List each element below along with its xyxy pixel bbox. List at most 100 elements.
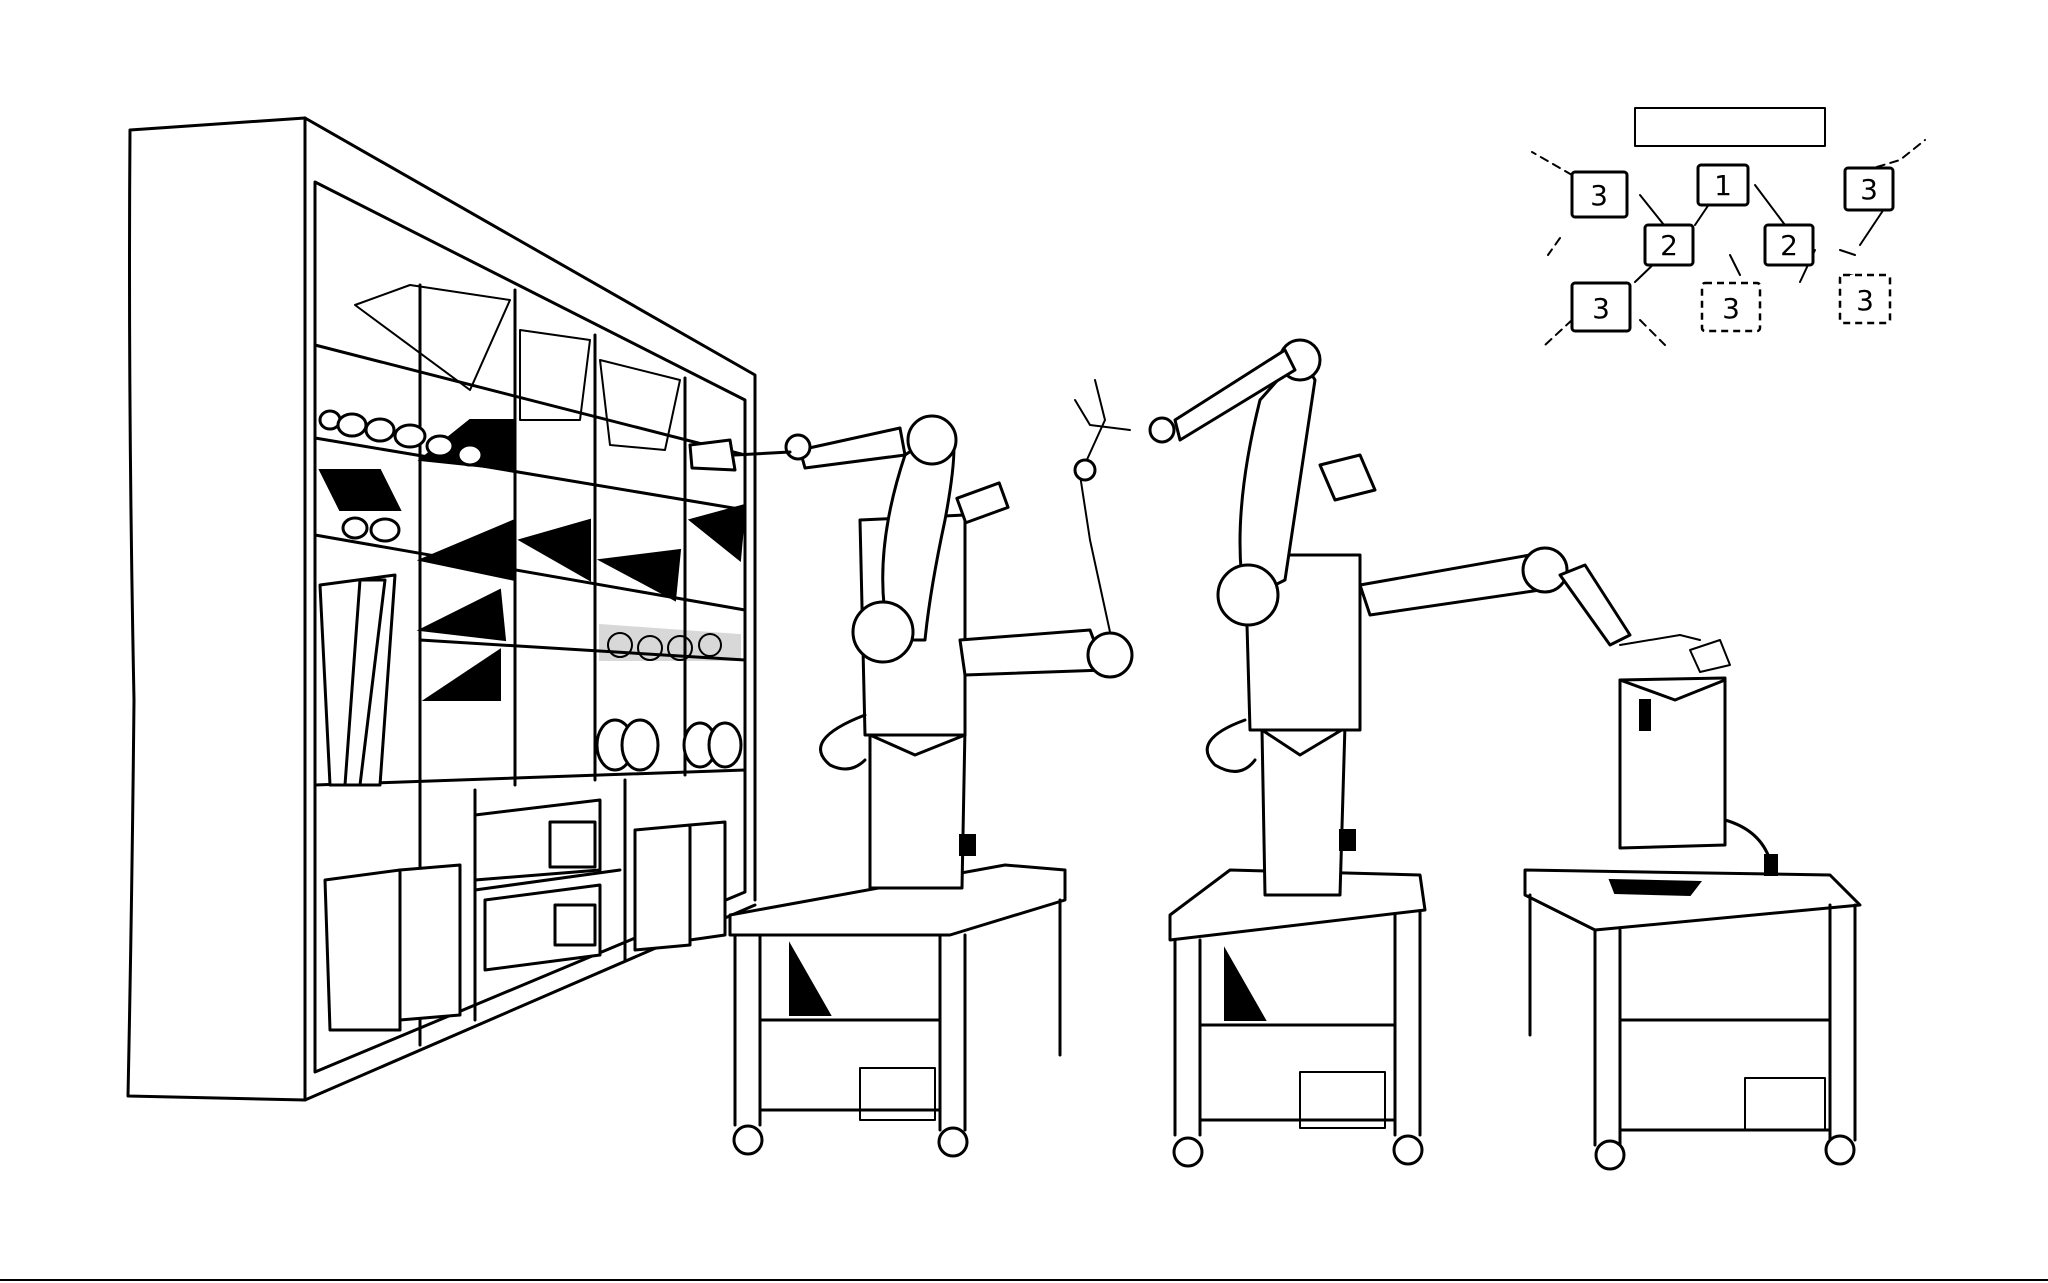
robot-1-lower-arm bbox=[958, 628, 1107, 677]
instrument-housing bbox=[1618, 676, 1727, 850]
bin-flap-1 bbox=[354, 284, 511, 391]
cart-2-wheel-right bbox=[1392, 1134, 1424, 1166]
cart-1-wheel-left bbox=[732, 1124, 764, 1156]
cart-1-wheel-right bbox=[937, 1126, 969, 1158]
instrument-plug bbox=[1764, 854, 1778, 876]
bin-wedge-3 bbox=[416, 518, 516, 582]
robot-2-right-joint bbox=[1521, 546, 1569, 594]
storage-shelf bbox=[126, 116, 757, 1102]
cart-2-rails bbox=[1198, 1023, 1397, 1122]
bin-flap-2 bbox=[519, 329, 591, 421]
node-label: 3 bbox=[1856, 284, 1874, 317]
legend-dashed-links bbox=[1531, 139, 1926, 346]
robot-2-camera bbox=[1318, 453, 1377, 502]
cart-3-wheel-left bbox=[1594, 1139, 1626, 1171]
robot-1-wrist bbox=[784, 433, 812, 461]
bin-wedge-6 bbox=[421, 648, 501, 701]
shelf-board-6 bbox=[473, 868, 622, 892]
robot-1-gripper-rod bbox=[733, 450, 792, 457]
robot-2-gripper bbox=[1074, 399, 1131, 431]
shelf-board-1 bbox=[313, 343, 747, 457]
node-label: 3 bbox=[1590, 179, 1608, 212]
cart-2-panel bbox=[1299, 1071, 1386, 1129]
shelf-inner-frame bbox=[313, 180, 747, 1074]
node-label: 3 bbox=[1860, 173, 1878, 206]
instrument-top-part bbox=[1689, 639, 1731, 673]
legend-node-3c: 3 bbox=[1570, 281, 1632, 333]
robot-2-wrist bbox=[1148, 416, 1176, 444]
legend-node-3b: 3 bbox=[1843, 166, 1895, 212]
robot-1-camera bbox=[955, 481, 1010, 525]
robot-1-elbow-joint bbox=[906, 414, 958, 466]
legend-title-box bbox=[1634, 107, 1826, 147]
legend-node-1: 1 bbox=[1696, 163, 1750, 207]
shelf-side-panel bbox=[126, 116, 307, 1102]
cart-2-top bbox=[1168, 868, 1427, 942]
lab-instruments bbox=[323, 798, 727, 1032]
shelf-top-edge bbox=[303, 116, 757, 902]
cart-3-wheel-right bbox=[1824, 1134, 1856, 1166]
cart-1-legs bbox=[733, 898, 1062, 1132]
robot-2-right-gripper bbox=[1619, 634, 1701, 646]
cart-1-rails bbox=[758, 1018, 942, 1112]
shelf-board-2 bbox=[313, 436, 747, 512]
cart-3-top bbox=[1523, 868, 1862, 932]
shelf-board-4 bbox=[418, 638, 747, 662]
cart-2-legs bbox=[1173, 910, 1422, 1137]
robot-1-second-link bbox=[1079, 379, 1111, 633]
robot-1-forearm bbox=[798, 426, 907, 470]
robot-1-lower-joint bbox=[1086, 631, 1134, 679]
legend-node-2b: 2 bbox=[1763, 223, 1815, 267]
robot-2-right-arm bbox=[1358, 553, 1542, 617]
robot-2-forearm bbox=[1173, 348, 1297, 442]
bin-flap-3 bbox=[599, 359, 681, 451]
cart-1-panel bbox=[859, 1067, 936, 1121]
robot-1-body bbox=[868, 726, 967, 890]
robot-2-body bbox=[1260, 723, 1347, 897]
legend-node-3a: 3 bbox=[1570, 170, 1629, 219]
node-label: 2 bbox=[1780, 229, 1798, 262]
robot-1-shoulder-joint bbox=[851, 600, 915, 664]
stone-items bbox=[318, 409, 484, 543]
bin-wedge-2 bbox=[318, 469, 402, 511]
benchtop-instrument bbox=[1618, 639, 1778, 876]
robot-cart-2 bbox=[1168, 868, 1427, 1168]
cart-2-drawer-shade bbox=[1224, 946, 1267, 1021]
robot-2-cable bbox=[1205, 718, 1257, 773]
instrument-indicator bbox=[1639, 699, 1651, 731]
robot-1-second-joint bbox=[1073, 458, 1097, 482]
robot-arm-1 bbox=[688, 379, 1134, 890]
robot-2-shoulder-joint bbox=[1216, 563, 1280, 627]
instrument-fold bbox=[1618, 678, 1727, 702]
robot-1-connector bbox=[959, 834, 976, 856]
plate-stack bbox=[595, 718, 743, 772]
robot-1-gripper bbox=[688, 438, 737, 472]
node-label: 1 bbox=[1714, 169, 1732, 202]
legend-node-3d: 3 bbox=[1700, 281, 1762, 333]
bin-wedge-8 bbox=[687, 503, 747, 562]
node-label: 2 bbox=[1660, 229, 1678, 262]
legend-node-2a: 2 bbox=[1643, 223, 1695, 267]
node-label: 3 bbox=[1592, 292, 1610, 325]
cart-2-wheel-left bbox=[1172, 1136, 1204, 1168]
node-label: 3 bbox=[1722, 292, 1740, 325]
cart-3-panel bbox=[1744, 1077, 1826, 1131]
cart-3-rails bbox=[1618, 1018, 1832, 1132]
robot-1-cable bbox=[819, 713, 867, 771]
bin-wedge-7 bbox=[596, 548, 682, 602]
cart-1-top bbox=[728, 863, 1067, 937]
ring-items bbox=[599, 623, 741, 661]
robot-1-body-fold bbox=[868, 733, 967, 757]
instrument-cable bbox=[1723, 818, 1772, 862]
cart-1-drawer-shade bbox=[789, 941, 832, 1016]
cart-3-legs bbox=[1528, 893, 1857, 1147]
bin-wedge-5 bbox=[416, 588, 507, 642]
bin-wedge-4 bbox=[517, 518, 591, 582]
robot-2-right-forearm bbox=[1558, 563, 1632, 647]
robot-2-body-fold bbox=[1260, 726, 1347, 757]
binders bbox=[318, 573, 397, 787]
shelf-board-5 bbox=[313, 768, 747, 787]
workflow-legend: 1 2 2 3 3 3 3 3 bbox=[1531, 107, 1926, 346]
